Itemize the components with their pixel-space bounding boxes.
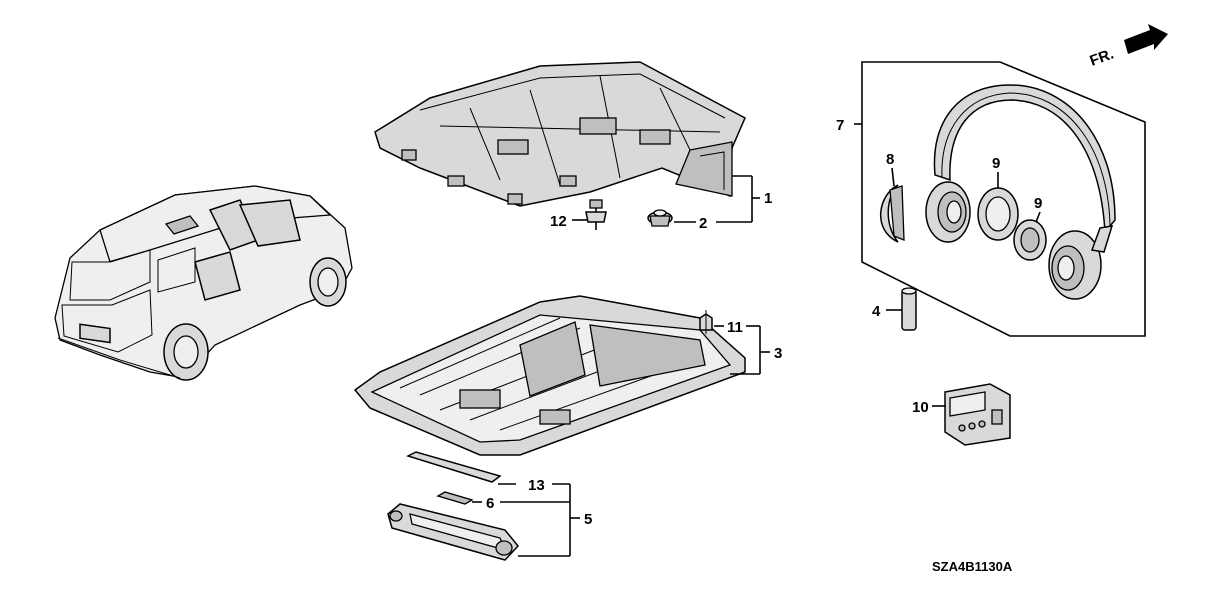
callout-12: 12 (550, 213, 567, 230)
callout-1: 1 (764, 190, 772, 207)
callout-7: 7 (836, 117, 844, 134)
callout-3: 3 (774, 345, 782, 362)
headphones-group-box (861, 61, 1146, 337)
part-6-clip (436, 491, 474, 505)
part-2-clip (647, 209, 673, 227)
part-5-light-cover (387, 503, 519, 561)
part-11-clip (699, 310, 713, 334)
roof-bracket-frame (374, 61, 746, 207)
part-12-bolt (585, 199, 607, 230)
part-9-ear-pad-b (1013, 219, 1047, 261)
callout-6: 6 (486, 495, 494, 512)
callout-8: 8 (886, 151, 894, 168)
callout-labels: 1 2 3 4 5 6 7 8 9 9 10 11 12 13 FR. SZA4… (486, 46, 1116, 574)
part-9-ear-pad-a (977, 187, 1019, 241)
diagram-code: SZA4B1130A (932, 559, 1013, 574)
vehicle-illustration (54, 185, 353, 381)
callout-4: 4 (872, 303, 881, 320)
callout-10: 10 (912, 399, 929, 416)
part-13-strip (405, 451, 502, 483)
orientation-label: FR. (1088, 46, 1117, 70)
callout-9-upper: 9 (992, 155, 1000, 172)
part-4-battery (901, 287, 917, 331)
front-direction-arrow-icon (1124, 24, 1168, 54)
console-housing (353, 295, 746, 456)
callout-5: 5 (584, 511, 592, 528)
callout-13: 13 (528, 477, 545, 494)
part-8-ear-pad (880, 184, 905, 243)
callout-9-lower: 9 (1034, 195, 1042, 212)
callout-11: 11 (727, 319, 743, 336)
callout-2: 2 (699, 215, 707, 232)
headphones-illustration (925, 84, 1116, 300)
part-10-jack-module (944, 383, 1011, 446)
leader-lines (472, 123, 1041, 557)
